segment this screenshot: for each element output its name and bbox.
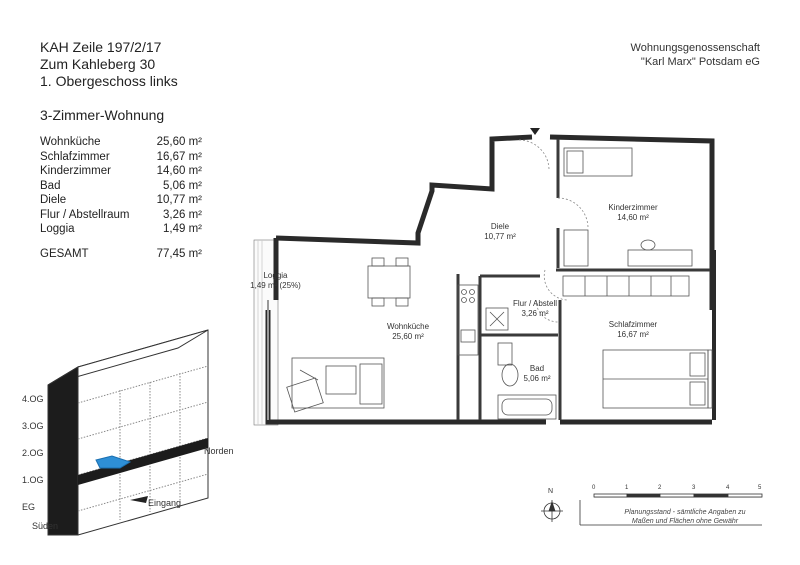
loggia-label: Loggia 1,49 m² (25%) xyxy=(248,271,303,291)
wohnkueche-label: Wohnküche 25,60 m² xyxy=(378,322,438,342)
kinderzimmer-name: Kinderzimmer xyxy=(608,203,658,212)
child-desk xyxy=(627,249,693,267)
room-area-table: Wohnküche 25,60 m² Schlafzimmer 16,67 m² K… xyxy=(40,135,202,261)
double-bed xyxy=(602,349,713,409)
scale-tick: 4 xyxy=(726,485,730,491)
room-name: Loggia xyxy=(40,223,75,235)
loggia-area: 1,49 m² (25%) xyxy=(250,281,301,290)
entrance-label: Eingang xyxy=(148,498,182,508)
north-label: Norden xyxy=(204,446,234,456)
entrance-arrow xyxy=(530,128,540,135)
bathtub xyxy=(497,394,557,420)
total-area: 77,45 m² xyxy=(156,247,202,260)
kinderzimmer-label: Kinderzimmer 14,60 m² xyxy=(600,203,666,223)
total-label: GESAMT xyxy=(40,247,89,260)
washbasin xyxy=(497,342,513,366)
room-name: Diele xyxy=(40,194,67,206)
entrance-marker xyxy=(130,496,148,503)
room-row: Kinderzimmer 14,60 m² xyxy=(40,164,202,179)
organization-line2: "Karl Marx" Potsdam eG xyxy=(640,56,760,68)
room-name: Wohnküche xyxy=(40,136,101,148)
scale-tick: 2 xyxy=(658,485,662,491)
building-axonometric xyxy=(47,329,209,536)
scale-tick: 0 xyxy=(592,485,596,491)
room-name: Flur / Abstellraum xyxy=(40,208,130,221)
address-street: Zum Kahleberg 30 xyxy=(40,56,156,72)
scale-tick: 1 xyxy=(625,485,629,491)
floor-label-3og: 3.OG xyxy=(22,421,44,431)
wohnkueche-name: Wohnküche xyxy=(386,322,430,331)
child-shelf xyxy=(563,229,589,267)
address-code: KAH Zeile 197/2/17 xyxy=(40,39,162,55)
room-area: 16,67 m² xyxy=(156,150,202,163)
toilet xyxy=(501,363,519,387)
child-chair xyxy=(640,239,656,251)
schlafzimmer-area: 16,67 m² xyxy=(617,330,649,339)
room-area: 25,60 m² xyxy=(156,136,202,148)
interior-walls xyxy=(456,139,710,420)
south-label: Süden xyxy=(32,521,59,531)
room-name: Schlafzimmer xyxy=(40,150,110,163)
flur-name: Flur / Abstell xyxy=(512,299,557,308)
flur-area: 3,26 m² xyxy=(521,309,549,318)
wardrobe xyxy=(562,275,690,297)
floor-description: 1. Obergeschoss links xyxy=(40,73,178,89)
disclaimer-note: Planungsstand - sämtliche Angaben zu Maß… xyxy=(610,508,760,526)
bad-name: Bad xyxy=(529,364,545,373)
flur-label: Flur / Abstell 3,26 m² xyxy=(504,299,566,319)
floor-label-2og: 2.OG xyxy=(22,448,44,458)
room-row: Schlafzimmer 16,67 m² xyxy=(40,150,202,165)
room-name: Bad xyxy=(40,179,61,192)
diele-area: 10,77 m² xyxy=(484,232,516,241)
room-row: Diele 10,77 m² xyxy=(40,193,202,208)
scale-tick: 3 xyxy=(692,485,696,491)
north-letter: N xyxy=(548,488,554,495)
floor-label-4og: 4.OG xyxy=(22,394,44,404)
floor-label-eg: EG xyxy=(22,502,36,512)
highlighted-apartment xyxy=(95,455,132,469)
room-name: Kinderzimmer xyxy=(40,165,111,177)
room-row: Wohnküche 25,60 m² xyxy=(40,135,202,150)
compass xyxy=(541,500,563,522)
organization-line1: Wohnungsgenossenschaft xyxy=(630,42,760,54)
room-area: 1,49 m² xyxy=(163,223,202,235)
bad-area: 5,06 m² xyxy=(523,374,551,383)
armchair xyxy=(286,369,324,413)
total-row: GESAMT 77,45 m² xyxy=(40,247,202,262)
scale-bar xyxy=(579,493,763,526)
kinderzimmer-area: 14,60 m² xyxy=(617,213,649,222)
schlafzimmer-name: Schlafzimmer xyxy=(608,320,658,329)
dining-table xyxy=(367,257,411,307)
disclaimer-line2: Maßen und Flächen ohne Gewähr xyxy=(631,518,739,525)
disclaimer-line1: Planungsstand - sämtliche Angaben zu xyxy=(624,509,746,516)
schlafzimmer-label: Schlafzimmer 16,67 m² xyxy=(600,320,666,340)
door-swings xyxy=(518,139,589,323)
bad-label: Bad 5,06 m² xyxy=(512,364,562,384)
scale-tick: 5 xyxy=(758,485,762,491)
room-row: Flur / Abstellraum 3,26 m² xyxy=(40,208,202,223)
kitchen-counter xyxy=(457,284,479,356)
room-area: 14,60 m² xyxy=(156,165,202,177)
child-bed xyxy=(563,147,633,177)
wohnkueche-area: 25,60 m² xyxy=(392,332,424,341)
loggia-name: Loggia xyxy=(263,271,288,280)
washing-machine xyxy=(485,307,509,331)
diele-label: Diele 10,77 m² xyxy=(472,222,528,242)
diele-name: Diele xyxy=(490,222,510,231)
room-row: Bad 5,06 m² xyxy=(40,179,202,194)
room-area: 5,06 m² xyxy=(163,179,202,192)
floor-label-1og: 1.OG xyxy=(22,475,44,485)
room-area: 10,77 m² xyxy=(156,194,202,206)
room-area: 3,26 m² xyxy=(163,208,202,221)
room-row: Loggia 1,49 m² xyxy=(40,222,202,237)
apartment-type: 3-Zimmer-Wohnung xyxy=(40,107,165,123)
sofa xyxy=(291,357,385,409)
